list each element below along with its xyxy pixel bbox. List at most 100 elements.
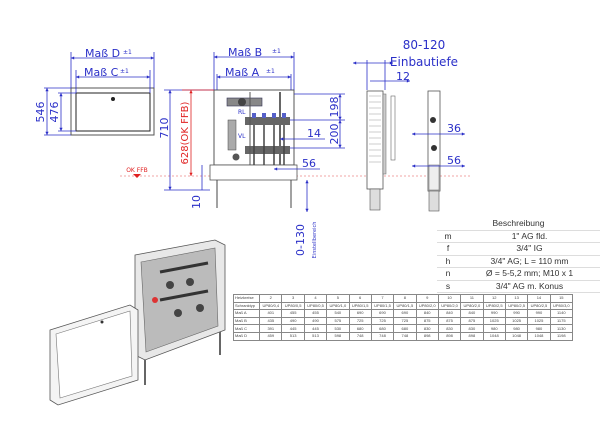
svg-text:±1: ±1	[120, 68, 129, 75]
table-cell: 1175	[549, 316, 574, 326]
table-cell: 898	[437, 331, 462, 341]
dist-56-side-label: 56	[447, 154, 461, 167]
height-inner-label: 476	[48, 102, 61, 123]
table-cell: 12	[482, 294, 506, 303]
floor-marker-icon	[133, 174, 141, 178]
table-cell: 10	[437, 294, 462, 303]
table-cell: 980	[504, 324, 529, 333]
table-cell: 1048	[504, 331, 529, 341]
table-cell: 690	[348, 309, 372, 318]
table-cell: UP80/2,0	[437, 301, 462, 311]
table-cell: UP80/1,0	[326, 301, 350, 311]
table-cell: 4	[303, 294, 328, 303]
row-label: Heizkreise	[232, 294, 261, 303]
dist-56-label: 56	[302, 157, 316, 170]
dist-36-label: 36	[447, 122, 461, 135]
table-cell: 391	[259, 324, 283, 333]
table-cell: 490	[281, 316, 305, 326]
rl-label: RL	[238, 109, 246, 116]
height-ok-ffb-label: 628(OK FFB)	[180, 101, 191, 164]
table-cell: 898	[415, 331, 439, 341]
table-cell: UP80/2,5	[527, 301, 551, 311]
table-cell: 980	[482, 324, 506, 333]
table-cell: 830	[437, 324, 462, 333]
table-cell: 7	[370, 294, 395, 303]
table-cell: 690	[393, 309, 417, 318]
dim-d-label: Maß D	[85, 47, 120, 60]
table-cell: 5	[326, 294, 350, 303]
table-cell: UP80/1,5	[393, 301, 417, 311]
table-cell: 840	[460, 309, 484, 318]
svg-text:±1: ±1	[123, 49, 132, 56]
row-label: Schranktyp	[232, 301, 261, 311]
return-manifold	[245, 117, 290, 125]
table-cell: 540	[326, 309, 350, 318]
table-cell: UP80/1,5	[348, 301, 372, 311]
table-cell: 445	[303, 324, 328, 333]
table-cell: UP80/2,0	[460, 301, 484, 311]
table-cell: 875	[437, 316, 462, 326]
table-cell: 575	[326, 316, 350, 326]
table-cell: 3	[281, 294, 305, 303]
table-cell: 725	[370, 316, 395, 326]
row-label: Maß C	[232, 324, 261, 333]
table-cell: 980	[527, 324, 551, 333]
table-cell: UP80/2,5	[482, 301, 506, 311]
table-cell: 530	[326, 324, 350, 333]
depth-range-label: 80-120	[403, 38, 446, 52]
dist-14-label: 14	[307, 127, 321, 140]
table-cell: 875	[415, 316, 439, 326]
table-cell: 840	[415, 309, 439, 318]
table-cell: 830	[460, 324, 484, 333]
table-cell: 445	[281, 324, 305, 333]
description-title: Beschreibung	[437, 218, 600, 231]
adjust-label: Einstellbereich	[312, 222, 318, 259]
side-view: 80-120 Einbautiefe 12 36 56	[353, 38, 465, 212]
table-cell: 1025	[482, 316, 506, 326]
table-cell: 725	[348, 316, 372, 326]
dim-a-label: Maß A	[225, 66, 260, 79]
table-cell: 680	[370, 324, 395, 333]
height-total-label: 710	[158, 118, 171, 139]
front-view: Maß D ±1 Maß C ±1 546 476 OK FFB	[34, 47, 155, 178]
table-cell: 748	[393, 331, 417, 341]
dist-10-label: 10	[190, 195, 203, 209]
table-cell: 680	[348, 324, 372, 333]
table-cell: 1048	[482, 331, 506, 341]
table-cell: UP80/1,5	[370, 301, 395, 311]
row-label: Maß B	[232, 316, 261, 326]
table-cell: 830	[415, 324, 439, 333]
table-cell: 1025	[504, 316, 529, 326]
table-cell: 455	[281, 309, 305, 318]
ok-ffb-label: OK FFB	[126, 167, 148, 174]
table-cell: 1130	[549, 324, 574, 333]
table-cell: UP80/0,5	[281, 301, 305, 311]
table-cell: 725	[393, 316, 417, 326]
row-label: Maß A	[232, 309, 261, 318]
table-cell: 990	[527, 309, 551, 318]
table-cell: 748	[348, 331, 372, 341]
table-cell: 898	[460, 331, 484, 341]
table-cell: 13	[504, 294, 529, 303]
table-cell: 435	[259, 316, 283, 326]
table-cell: 990	[482, 309, 506, 318]
table-cell: UP80/2,0	[415, 301, 439, 311]
table-cell: 15	[549, 294, 574, 303]
table-cell: 748	[370, 331, 395, 341]
table-cell: 1198	[549, 331, 574, 341]
table-cell: 1048	[527, 331, 551, 341]
table-cell: UP80/3,0	[549, 301, 574, 311]
dist-198-label: 198	[328, 97, 341, 118]
table-cell: 401	[259, 309, 283, 318]
